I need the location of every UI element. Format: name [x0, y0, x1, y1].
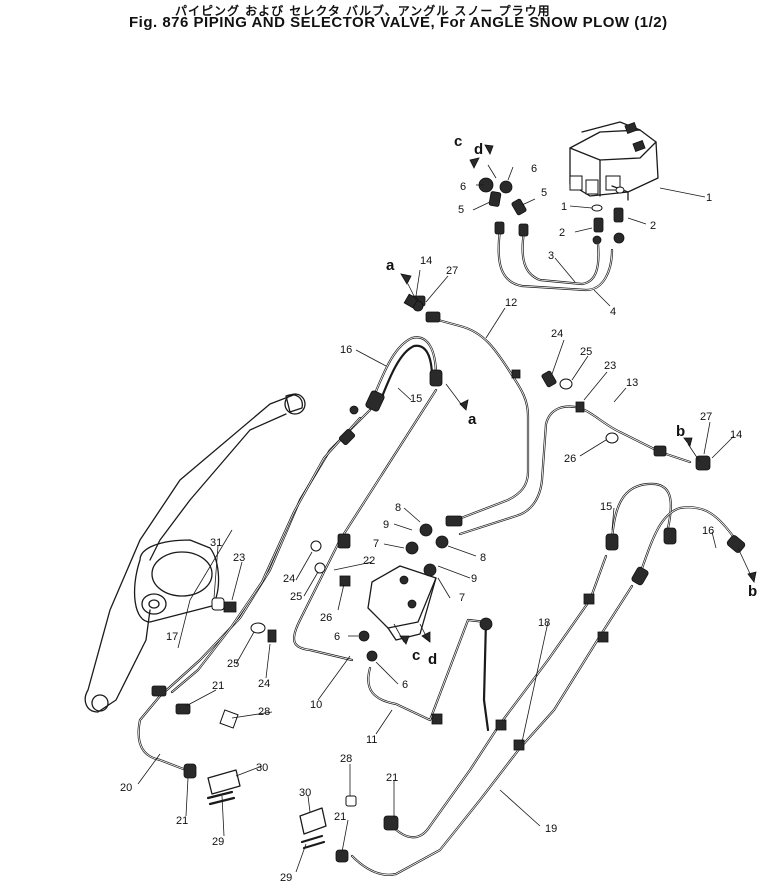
callout-28: 28 [258, 706, 270, 718]
callout-15: 15 [410, 393, 422, 405]
callout-27: 27 [700, 411, 712, 423]
callout-14: 14 [730, 429, 742, 441]
callout-28: 28 [340, 753, 352, 765]
callout-21: 21 [386, 772, 398, 784]
callout-2: 2 [559, 227, 565, 239]
callout-10: 10 [310, 699, 322, 711]
callout-21: 21 [176, 815, 188, 827]
callout-15: 15 [600, 501, 612, 513]
callout-25: 25 [580, 346, 592, 358]
callout-8: 8 [480, 552, 486, 564]
callout-1: 1 [561, 201, 567, 213]
callout-24: 24 [551, 328, 563, 340]
callout-24: 24 [283, 573, 295, 585]
callout-a: a [386, 257, 395, 274]
callout-18: 18 [538, 617, 550, 629]
title-english: Fig. 876 PIPING AND SELECTOR VALVE, For … [129, 14, 668, 31]
hose-15-16-lower [605, 482, 746, 586]
mounting-plate [310, 515, 463, 662]
callout-a: a [468, 411, 477, 428]
tube-17-20 [137, 405, 372, 772]
callout-c: c [412, 647, 420, 664]
hose-16-upper [365, 295, 443, 412]
callout-26: 26 [564, 453, 576, 465]
callout-30: 30 [256, 762, 268, 774]
callouts: c d 6 6 5 5 1 1 2 2 3 4 a 14 27 12 16 15… [120, 133, 757, 884]
callout-25: 25 [227, 658, 239, 670]
callout-29: 29 [280, 872, 292, 884]
callout-26: 26 [320, 612, 332, 624]
leader-lines [137, 144, 757, 873]
tube-10-11 [292, 388, 488, 725]
callout-6: 6 [531, 163, 537, 175]
callout-16: 16 [702, 525, 714, 537]
callout-1: 1 [706, 192, 712, 204]
callout-20: 20 [120, 782, 132, 794]
callout-29: 29 [212, 836, 224, 848]
callout-d: d [428, 651, 437, 668]
callout-16: 16 [340, 344, 352, 356]
callout-b: b [676, 423, 685, 440]
callout-8: 8 [395, 502, 401, 514]
callout-21: 21 [212, 680, 224, 692]
tube-12 [425, 311, 530, 522]
callout-7: 7 [373, 538, 379, 550]
callout-6: 6 [334, 631, 340, 643]
callout-b: b [748, 583, 757, 600]
callout-19: 19 [545, 823, 557, 835]
callout-9: 9 [383, 519, 389, 531]
tube-13 [458, 401, 692, 536]
selector-valve [569, 121, 659, 201]
callout-6: 6 [402, 679, 408, 691]
callout-5: 5 [541, 187, 547, 199]
callout-2: 2 [650, 220, 656, 232]
hose-3-4 [494, 221, 614, 292]
callout-6: 6 [460, 181, 466, 193]
callout-11: 11 [366, 734, 377, 746]
callout-13: 13 [626, 377, 638, 389]
loose-parts [175, 293, 711, 863]
callout-23: 23 [604, 360, 616, 372]
callout-5: 5 [458, 204, 464, 216]
title-japanese: パイピング および セレクタ バルブ、アングル スノー プラウ用 [175, 4, 551, 18]
callout-24: 24 [258, 678, 270, 690]
callout-17: 17 [166, 631, 178, 643]
callout-9: 9 [471, 573, 477, 585]
tube-18-19 [350, 554, 634, 876]
callout-22: 22 [363, 555, 375, 567]
callout-31: 31 [210, 537, 222, 549]
callout-25: 25 [290, 591, 302, 603]
callout-c: c [454, 133, 462, 150]
callout-d: d [474, 141, 483, 158]
callout-23: 23 [233, 552, 245, 564]
callout-30: 30 [299, 787, 311, 799]
callout-7: 7 [459, 592, 465, 604]
callout-12: 12 [505, 297, 517, 309]
lift-arm-frame [84, 393, 306, 713]
callout-4: 4 [610, 306, 616, 318]
callout-3: 3 [548, 250, 554, 262]
callout-27: 27 [446, 265, 458, 277]
callout-14: 14 [420, 255, 432, 267]
callout-21: 21 [334, 811, 346, 823]
